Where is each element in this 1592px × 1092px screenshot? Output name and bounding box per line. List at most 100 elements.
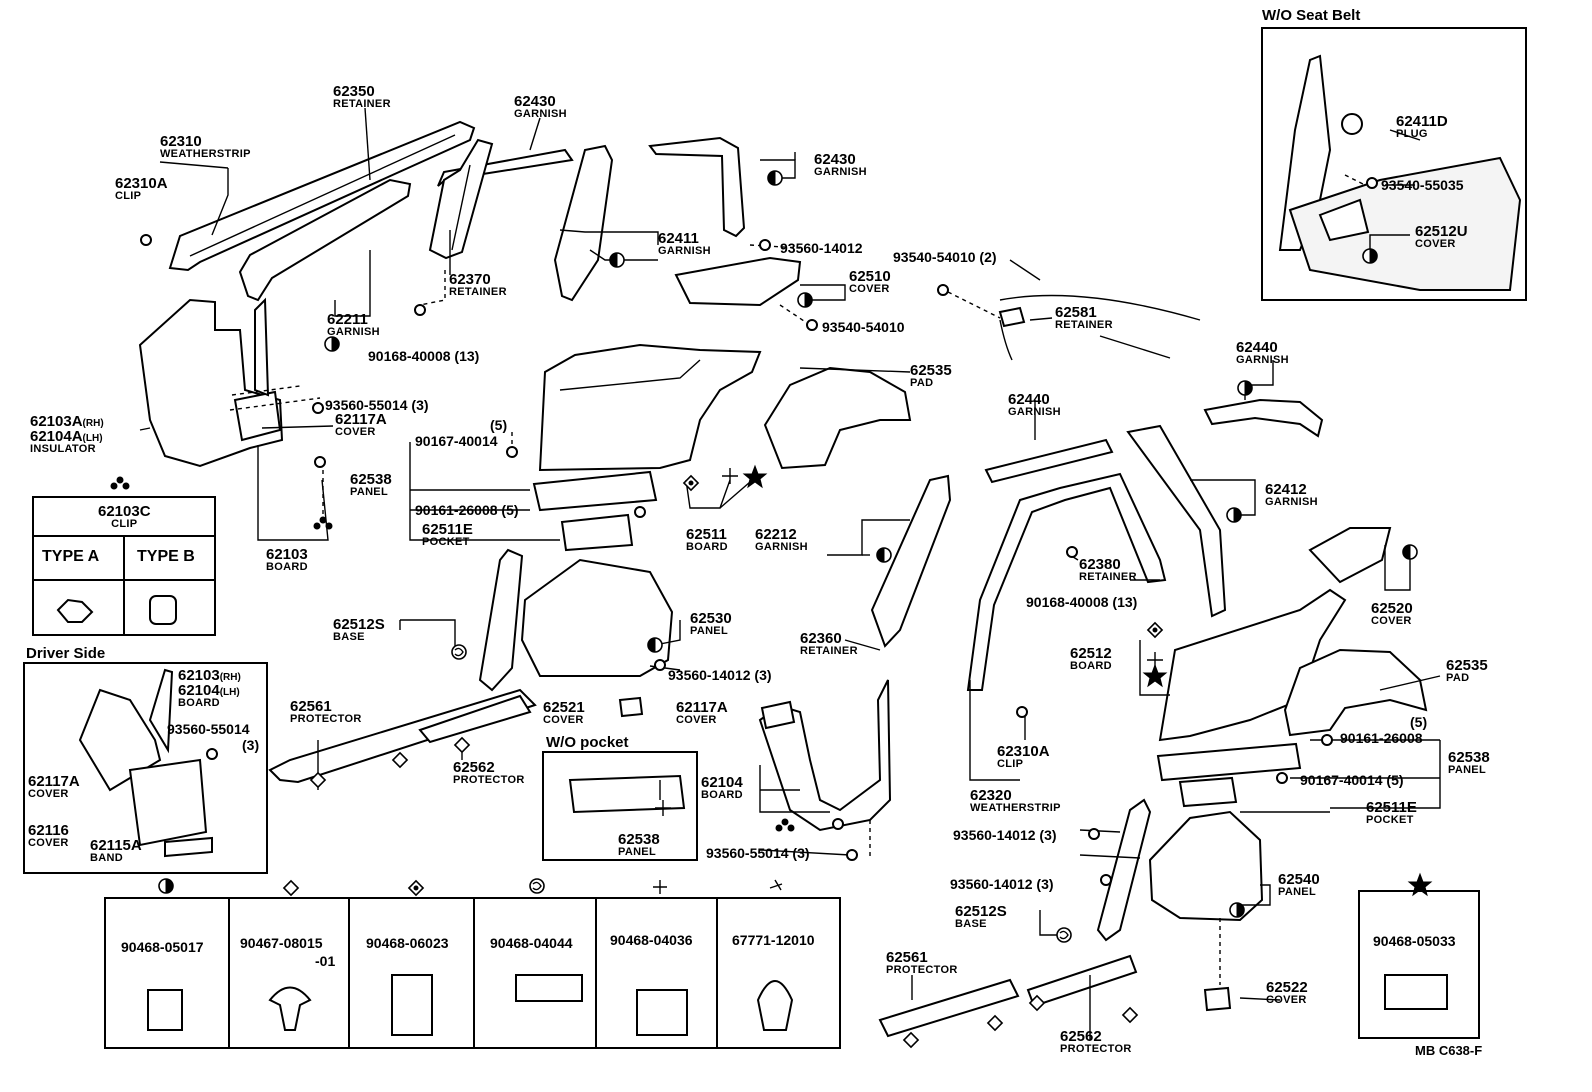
ref-93560-14012-c: 93560-14012 (3) xyxy=(953,827,1057,843)
garnish-62212 xyxy=(870,474,952,648)
clip-type-a-label: TYPE A xyxy=(42,548,100,565)
circled-s-icon xyxy=(451,644,1072,943)
ref-93560-14012-a: 93560-14012 xyxy=(780,240,863,256)
part-number: 62103 xyxy=(266,546,308,563)
part-number: 62510 xyxy=(849,268,891,285)
part-number-lh: 62104(LH) xyxy=(178,683,241,698)
protector-62562-a xyxy=(418,694,532,744)
part-desc: RETAINER xyxy=(1079,571,1137,583)
fastener-90468-04036-shape xyxy=(636,989,688,1036)
footer-code: MB C638-F xyxy=(1415,1043,1483,1058)
driver-side-box xyxy=(23,662,268,874)
driver-side-title: Driver Side xyxy=(26,645,106,662)
part-number: 62440 xyxy=(1236,339,1278,356)
fastener-90468-05017: 90468-05017 xyxy=(121,939,204,955)
label-62103a-62104a: 62103A(RH) 62104A(LH) INSULATOR xyxy=(30,414,104,455)
part-number: 62512S xyxy=(955,903,1007,920)
ref-93560-55014-a: 93560-55014 (3) xyxy=(325,397,429,413)
part-number: 62360 xyxy=(800,630,842,647)
ref-93560-14012-b: 93560-14012 (3) xyxy=(668,667,772,683)
part-number-lh: 62104A(LH) xyxy=(30,429,104,444)
ref-90168-40008-b: 90168-40008 (13) xyxy=(1026,594,1138,610)
fastener-67771-12010-shape xyxy=(756,980,794,1031)
part-number: 62411 xyxy=(658,230,699,247)
fastener-90468-05033: 90468-05033 xyxy=(1373,933,1456,949)
diamond-icon xyxy=(282,736,1139,1049)
part-number: 62561 xyxy=(290,698,332,715)
pocket-62511e-b xyxy=(1178,776,1238,808)
fastener-90467-08015-shape xyxy=(268,986,312,1031)
part-number: 62581 xyxy=(1055,304,1097,321)
part-desc: BASE xyxy=(333,631,365,643)
part-number: 62538 xyxy=(350,471,392,488)
part-desc: CLIP xyxy=(111,518,138,530)
part-desc: BOARD xyxy=(266,561,308,573)
panel-62538-c xyxy=(568,774,686,814)
part-desc: WEATHERSTRIP xyxy=(160,148,251,160)
part-number: 62562 xyxy=(453,759,495,776)
ref-93540-55035: 93540-55035 xyxy=(1381,177,1464,193)
star-fastener-box xyxy=(1358,890,1480,1039)
part-desc: PAD xyxy=(910,377,934,389)
part-number-62104: 62104 xyxy=(178,682,220,699)
board-62511 xyxy=(538,343,762,472)
part-desc: GARNISH xyxy=(755,541,808,553)
part-number: 62511E xyxy=(1366,799,1417,816)
ref-90168-40008-a: 90168-40008 (13) xyxy=(368,348,480,364)
part-number: 62520 xyxy=(1371,600,1413,617)
ref-qty-5-a: (5) xyxy=(490,417,508,433)
part-number: 62411D xyxy=(1396,113,1448,130)
part-desc: COVER xyxy=(676,714,717,726)
part-desc: GARNISH xyxy=(1008,406,1061,418)
part-desc: COVER xyxy=(1415,238,1456,250)
part-desc: PROTECTOR xyxy=(453,774,525,786)
fastener-90468-06023: 90468-06023 xyxy=(366,935,449,951)
part-desc: RETAINER xyxy=(333,98,391,110)
ref-93540-54010-b: 93540-54010 xyxy=(822,319,905,335)
part-number: 62522 xyxy=(1266,979,1308,996)
part-number: 62540 xyxy=(1278,871,1320,888)
part-desc: BOARD xyxy=(178,697,220,709)
cover-62510 xyxy=(674,256,802,307)
part-desc: RETAINER xyxy=(449,286,507,298)
part-desc: CLIP xyxy=(997,758,1024,770)
ref-90167-40014-b: 90167-40014 (5) xyxy=(1300,772,1404,788)
panel-62530 xyxy=(520,558,674,677)
part-number: 62212 xyxy=(755,526,797,543)
base-62512s-b xyxy=(1096,798,1152,942)
part-number: 62440 xyxy=(1008,391,1050,408)
part-number-62103a: 62103A xyxy=(30,413,83,430)
wo-seat-belt-box xyxy=(1261,27,1527,301)
part-number: 62430 xyxy=(514,93,556,110)
part-desc: WEATHERSTRIP xyxy=(970,802,1061,814)
garnish-62211 xyxy=(238,178,412,302)
half-circle-icon xyxy=(158,170,1418,918)
part-number: 62512S xyxy=(333,616,385,633)
panel-62538-b xyxy=(1156,742,1302,782)
fastener-90468-05033-shape xyxy=(1384,974,1448,1010)
part-desc: PANEL xyxy=(690,625,728,637)
suffix-rh: (RH) xyxy=(82,418,104,429)
ds-cover-62116 xyxy=(128,758,208,847)
ref-ds-93560-55014: 93560-55014 xyxy=(167,721,250,737)
part-number: 62430 xyxy=(814,151,856,168)
wo-seat-belt-title: W/O Seat Belt xyxy=(1262,7,1361,24)
part-desc: COVER xyxy=(1266,994,1307,1006)
part-number: 62561 xyxy=(886,949,928,966)
cover-62117a-b xyxy=(760,700,796,730)
